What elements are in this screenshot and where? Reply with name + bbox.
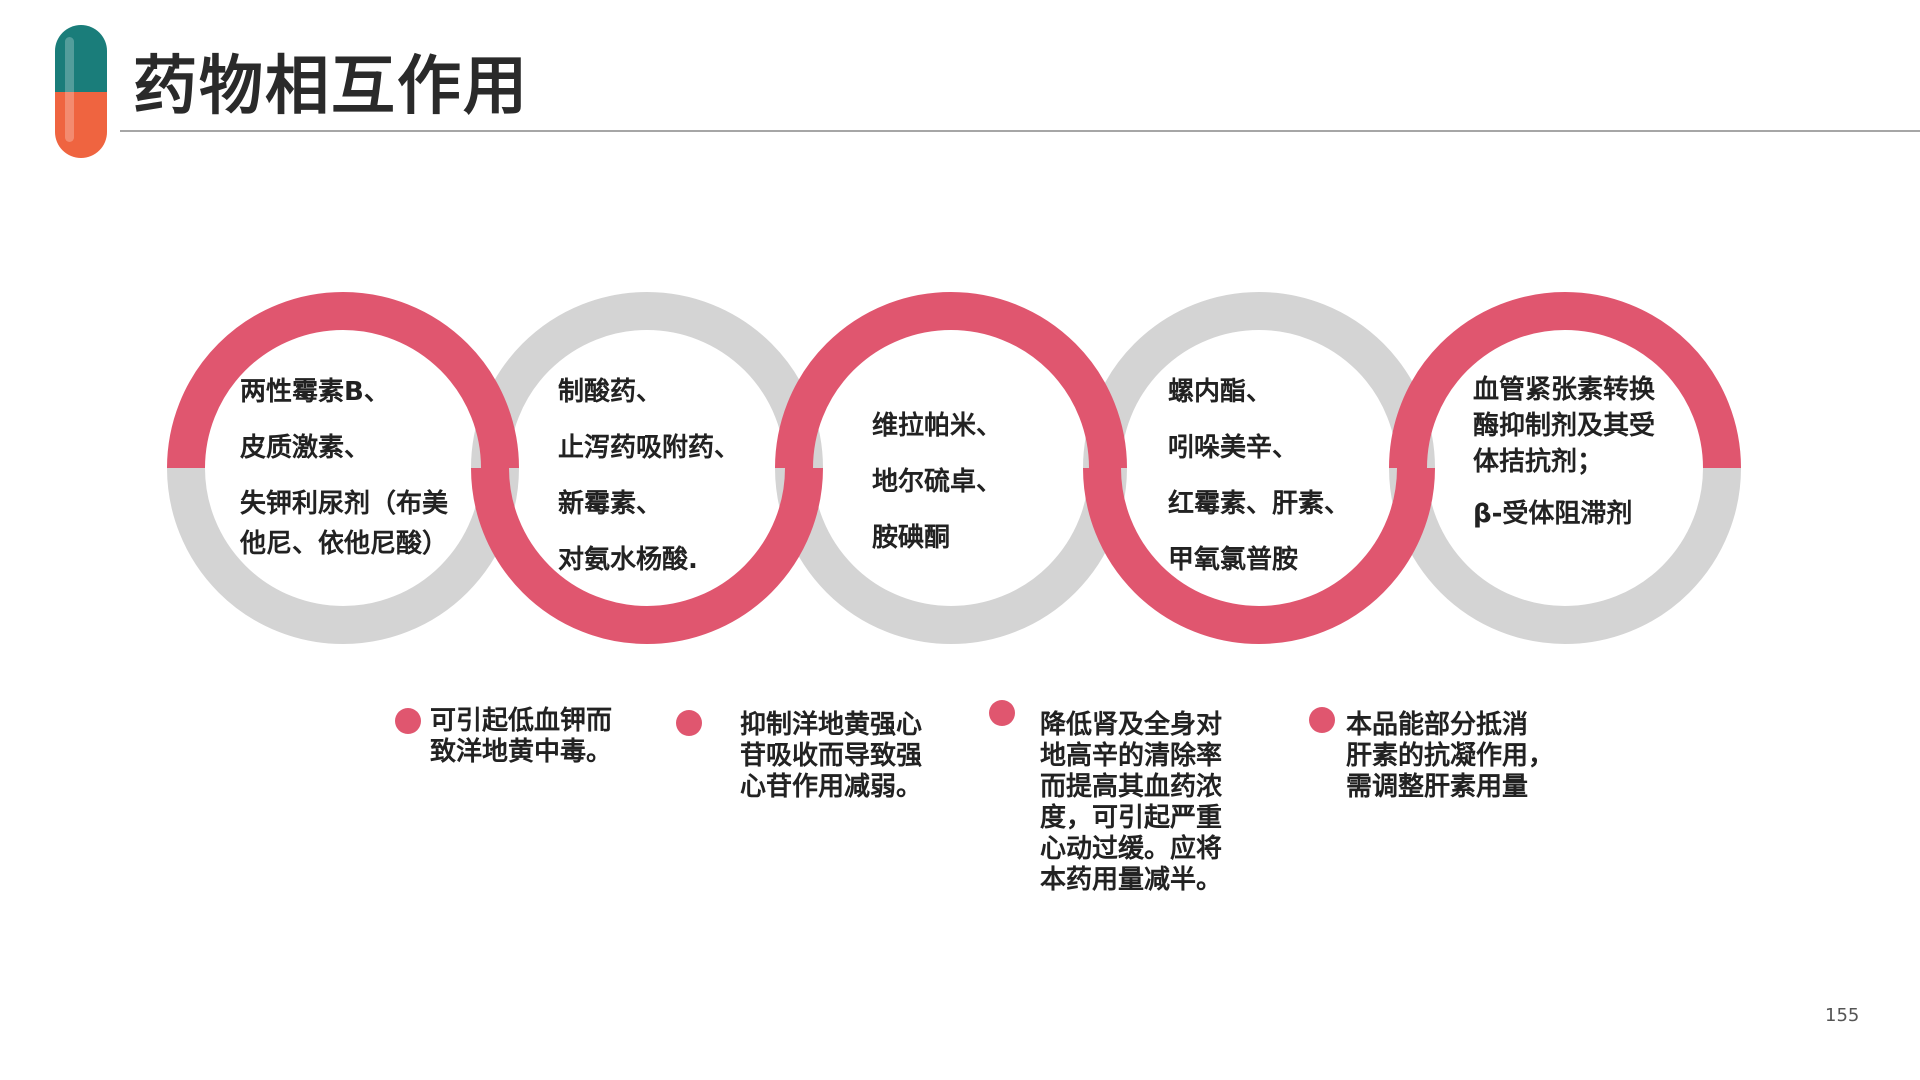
note-2-text: 抑制洋地黄强心 苷吸收而导致强 心苷作用减弱。	[740, 710, 922, 803]
ring-4-line: 吲哚美辛、	[1168, 433, 1299, 463]
ring-4-line: 甲氧氯普胺	[1168, 545, 1299, 575]
note-3-text: 降低肾及全身对 地高辛的清除率 而提高其血药浓 度，可引起严重 心动过缓。应将 …	[1040, 710, 1222, 896]
ring-1-text: 两性霉素B、 皮质激素、 失钾利尿剂（布美 他尼、依他尼酸）	[240, 372, 448, 564]
note-line: 本药用量减半。	[1040, 865, 1223, 895]
ring-4-text: 螺内酯、 吲哚美辛、 红霉素、肝素、 甲氧氯普胺	[1168, 372, 1350, 580]
ring-2-line: 止泻药吸附药、	[558, 433, 741, 463]
ring-3-line: 胺碘酮	[872, 523, 951, 553]
note-line: 度，可引起严重	[1040, 803, 1223, 833]
note-line: 地高辛的清除率	[1040, 741, 1223, 771]
ring-3-pink-half	[775, 292, 1127, 469]
ring-5-text: 血管紧张素转换 酶抑制剂及其受 体拮抗剂； β-受体阻滞剂	[1473, 372, 1655, 532]
ring-5-pink-half	[1389, 292, 1741, 469]
page-title: 药物相互作用	[133, 50, 529, 124]
ring-2-gray-half	[471, 292, 823, 469]
ring-3-gray-half	[775, 467, 1127, 644]
ring-2-line: 新霉素、	[558, 489, 663, 519]
note-line: 抑制洋地黄强心	[740, 710, 923, 740]
note-4-bullet	[1309, 707, 1335, 733]
ring-1-line: 他尼、依他尼酸）	[240, 529, 449, 559]
ring-5-line: 体拮抗剂；	[1473, 447, 1604, 477]
note-4-text: 本品能部分抵消 肝素的抗凝作用， 需调整肝素用量	[1346, 710, 1554, 803]
note-line: 致洋地黄中毒。	[430, 737, 613, 767]
ring-1-pink-half	[167, 292, 519, 469]
ring-1-line: 皮质激素、	[240, 433, 371, 463]
ring-3-text: 维拉帕米、 地尔硫卓、 胺碘酮	[872, 406, 1002, 558]
note-line: 本品能部分抵消	[1346, 710, 1529, 740]
ring-4-line: 红霉素、肝素、	[1168, 489, 1351, 519]
ring-2-line: 制酸药、	[558, 377, 663, 407]
ring-4-line: 螺内酯、	[1168, 377, 1273, 407]
note-line: 心动过缓。应将	[1040, 834, 1223, 864]
ring-4-gray-half	[1083, 292, 1435, 469]
note-line: 而提高其血药浓	[1040, 772, 1223, 802]
ring-2-pink-half	[471, 467, 823, 644]
ring-3-line: 地尔硫卓、	[872, 467, 1003, 497]
ring-5-line: 酶抑制剂及其受	[1473, 411, 1656, 441]
ring-2-text: 制酸药、 止泻药吸附药、 新霉素、 对氨水杨酸.	[558, 372, 740, 580]
ring-1-line: 两性霉素B、	[240, 377, 390, 407]
note-line: 需调整肝素用量	[1346, 772, 1529, 802]
ring-5-line: β-受体阻滞剂	[1473, 499, 1633, 529]
ring-1-line: 失钾利尿剂（布美	[240, 489, 449, 519]
ring-4-pink-half	[1083, 467, 1435, 644]
note-line: 降低肾及全身对	[1040, 710, 1223, 740]
ring-3-line: 维拉帕米、	[872, 411, 1003, 441]
ring-5-line: 血管紧张素转换	[1473, 375, 1656, 405]
capsule-highlight	[65, 37, 74, 142]
note-line: 肝素的抗凝作用，	[1346, 741, 1555, 771]
ring-2-line: 对氨水杨酸.	[558, 545, 698, 575]
note-line: 心苷作用减弱。	[740, 772, 923, 802]
ring-1-gray-half	[167, 467, 519, 644]
note-line: 可引起低血钾而	[430, 706, 613, 736]
note-line: 苷吸收而导致强	[740, 741, 923, 771]
title-divider	[120, 130, 1920, 132]
note-2-bullet	[676, 710, 702, 736]
capsule-logo	[55, 25, 107, 158]
ring-5-gray-half	[1389, 467, 1741, 644]
note-1-text: 可引起低血钾而 致洋地黄中毒。	[430, 706, 612, 768]
capsule-top-half	[55, 25, 107, 92]
note-1-bullet	[395, 708, 421, 734]
page-number: 155	[1825, 1005, 1860, 1026]
note-3-bullet	[989, 700, 1015, 726]
capsule-bottom-half	[55, 91, 107, 158]
